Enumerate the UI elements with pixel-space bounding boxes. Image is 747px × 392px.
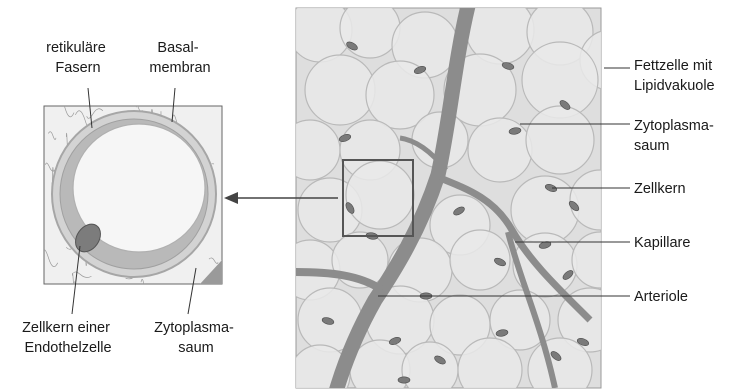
tissue-section (280, 0, 640, 392)
label-endothelial-nucleus: Zellkern einer Endothelzelle (22, 320, 114, 356)
label-reticular-fibers: retikuläre Fasern (46, 40, 110, 76)
label-arteriole: Arteriole (634, 289, 688, 305)
detail-view (42, 98, 222, 292)
fat-cell (570, 170, 630, 230)
label-basal-membrane: Basal- membran (149, 40, 210, 76)
fat-cell (340, 0, 400, 58)
fat-cell (572, 232, 628, 288)
fat-cell (305, 55, 375, 125)
label-cytoplasm-right: Zytoplasma- saum (634, 118, 718, 154)
fat-cell (526, 106, 594, 174)
fat-cell (402, 342, 458, 392)
fat-cell (468, 118, 532, 182)
cell-nucleus (398, 377, 410, 383)
fat-cell (346, 161, 414, 229)
label-nucleus: Zellkern (634, 181, 686, 197)
label-capillary: Kapillare (634, 235, 690, 251)
label-cytoplasm-left: Zytoplasma- saum (154, 320, 238, 356)
label-fat-cell: Fettzelle mit Lipidvakuole (634, 58, 716, 94)
fat-cell (280, 120, 340, 180)
